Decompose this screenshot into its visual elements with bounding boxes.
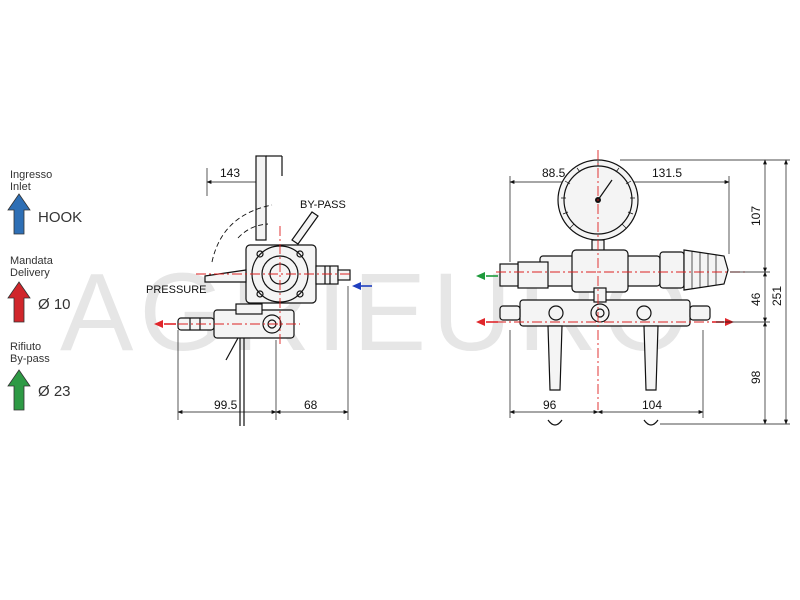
front-dim-right-2: 46 [749, 292, 763, 306]
front-view: 88.5 131.5 [476, 150, 790, 426]
bypass-up-arrow-icon [7, 369, 31, 411]
side-dim-top: 143 [220, 166, 240, 180]
front-dim-top-left: 88.5 [542, 166, 566, 180]
legend-delivery-line1: Mandata [10, 255, 54, 267]
front-dim-total: 251 [770, 286, 784, 306]
side-inlet-arrow-icon [352, 282, 372, 290]
front-delivery-left-arrow-icon [476, 318, 498, 326]
legend: Ingresso Inlet HOOK Mandata Delivery Ø 1… [7, 169, 82, 411]
front-bypass-arrow-icon [476, 272, 498, 280]
legend-inlet-line2: Inlet [10, 181, 31, 193]
side-dim-bottom-left: 99.5 [214, 398, 238, 412]
legend-delivery-line2: Delivery [10, 267, 50, 279]
front-dim-top-right: 131.5 [652, 166, 682, 180]
legend-bypass-line2: By-pass [10, 353, 50, 365]
legend-bypass-value: Ø 23 [38, 383, 71, 400]
side-label-bypass: BY-PASS [300, 199, 346, 211]
legend-item-inlet: Ingresso Inlet HOOK [7, 169, 82, 235]
legend-item-bypass: Rifiuto By-pass Ø 23 [7, 341, 71, 411]
side-delivery-arrow-icon [154, 320, 176, 328]
front-dim-right-1: 107 [749, 206, 763, 226]
legend-inlet-value: HOOK [38, 209, 82, 226]
delivery-up-arrow-icon [7, 281, 31, 323]
legend-item-delivery: Mandata Delivery Ø 10 [7, 255, 71, 323]
side-view: 143 BY-PASS PRESSURE [146, 155, 372, 426]
legend-bypass-line1: Rifiuto [10, 341, 41, 353]
front-dim-bottom-left: 96 [543, 398, 557, 412]
side-dim-bottom-right: 68 [304, 398, 318, 412]
inlet-up-arrow-icon [7, 193, 31, 235]
side-label-pressure: PRESSURE [146, 284, 207, 296]
front-dim-bottom-right: 104 [642, 398, 662, 412]
legend-delivery-value: Ø 10 [38, 296, 71, 313]
front-dim-right-3: 98 [749, 370, 763, 384]
legend-inlet-line1: Ingresso [10, 169, 52, 181]
